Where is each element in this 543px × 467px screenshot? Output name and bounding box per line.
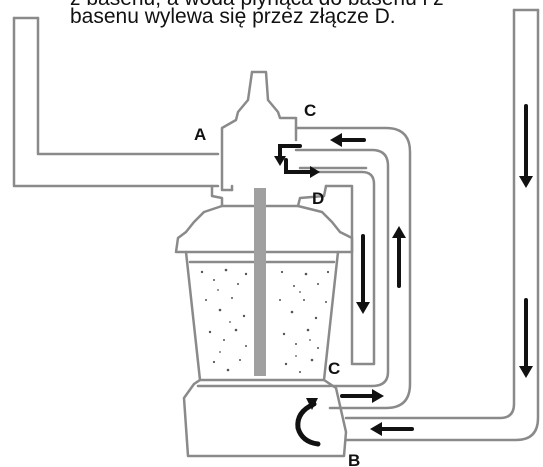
sand-filling — [200, 268, 330, 373]
tank-base — [182, 378, 348, 458]
caption-line-1: z basenu, a woda płynąca do basenu i z — [70, 0, 444, 11]
arrow-valve-out — [284, 158, 314, 174]
label-c-top: C — [304, 101, 316, 120]
pipe-b-outer — [344, 8, 540, 442]
pipe-c-outer — [294, 126, 412, 410]
arrow-valve-turn — [278, 144, 302, 162]
label-c-bottom: C — [328, 359, 340, 378]
label-a: A — [194, 125, 206, 144]
filter-rod — [254, 188, 266, 376]
label-d: D — [312, 189, 324, 208]
pipe-b-inner — [344, 8, 516, 420]
pipe-a-inner — [36, 16, 220, 156]
valve-top — [220, 70, 254, 192]
label-b: B — [348, 451, 360, 467]
caption-line-2: basenu wylewa się przez złącze D. — [70, 5, 396, 28]
arrow-base-curve — [295, 401, 321, 447]
tank-body — [184, 250, 340, 382]
pipe-c-inner — [294, 148, 390, 388]
pipe-d-outer — [298, 170, 376, 366]
pipe-a-outer — [12, 16, 220, 188]
